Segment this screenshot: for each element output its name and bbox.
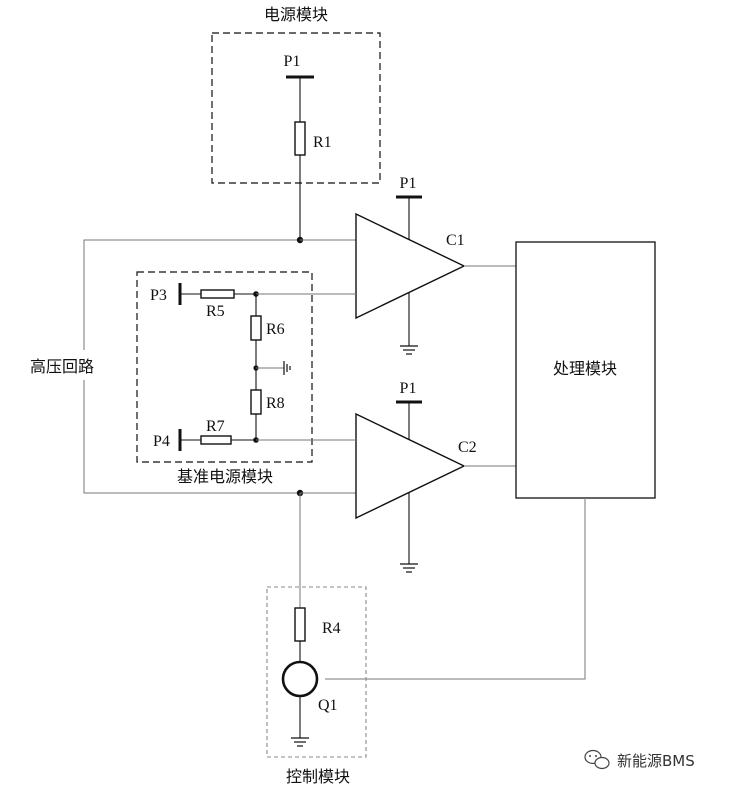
reference-power-module-label: 基准电源模块 (177, 467, 273, 486)
processing-module: 处理模块 (325, 241, 656, 680)
resistor-r1 (294, 121, 306, 156)
power-module-label: 电源模块 (264, 5, 328, 24)
p1-top-label: P1 (284, 53, 301, 70)
ground-icon (400, 563, 418, 573)
hv-loop-bottom-wire (83, 380, 300, 494)
wechat-icon (584, 749, 610, 770)
p3-label: P3 (150, 287, 167, 304)
ground-icon (283, 361, 291, 375)
p1-c1-label: P1 (400, 175, 417, 192)
control-module-label: 控制模块 (286, 767, 350, 786)
power-module-box (211, 32, 381, 184)
resistor-r8 (250, 389, 262, 415)
comparator-c2-triangle (355, 412, 466, 520)
c1-label: C1 (446, 232, 465, 249)
comparator-c1-triangle (355, 212, 466, 320)
high-voltage-loop-label: 高压回路 (30, 357, 94, 376)
resistor-r4 (294, 607, 306, 642)
control-module: 控制模块 R4 Q1 (266, 493, 367, 786)
p1-c2-label: P1 (400, 380, 417, 397)
reference-power-module-box (136, 271, 313, 463)
c2-label: C2 (458, 439, 477, 456)
ground-icon (400, 345, 418, 355)
processing-module-label: 处理模块 (553, 359, 617, 378)
comparator-c1: C1 P1 (355, 175, 516, 355)
q1-label: Q1 (318, 697, 338, 714)
r1-label: R1 (313, 134, 332, 151)
watermark-text: 新能源BMS (617, 752, 695, 770)
reference-power-module: 基准电源模块 P3 R5 R6 R8 P4 R7 (136, 271, 356, 486)
watermark: 新能源BMS (584, 749, 695, 770)
high-voltage-loop: 高压回路 (30, 236, 356, 497)
p4-label: P4 (153, 433, 170, 450)
hv-loop-top-wire (83, 239, 300, 350)
r6-label: R6 (266, 321, 285, 338)
resistor-r6 (250, 315, 262, 341)
control-signal-wire (325, 498, 586, 680)
r8-label: R8 (266, 395, 285, 412)
r7-label: R7 (206, 418, 225, 435)
ground-icon (291, 737, 309, 747)
power-module: 电源模块 P1 R1 (211, 5, 381, 240)
resistor-r7 (200, 435, 232, 445)
comparator-c2: C2 P1 (355, 380, 516, 573)
control-module-box (266, 586, 367, 758)
resistor-r5 (200, 289, 235, 299)
switch-q1 (281, 660, 319, 698)
r4-label: R4 (322, 620, 341, 637)
r5-label: R5 (206, 303, 225, 320)
